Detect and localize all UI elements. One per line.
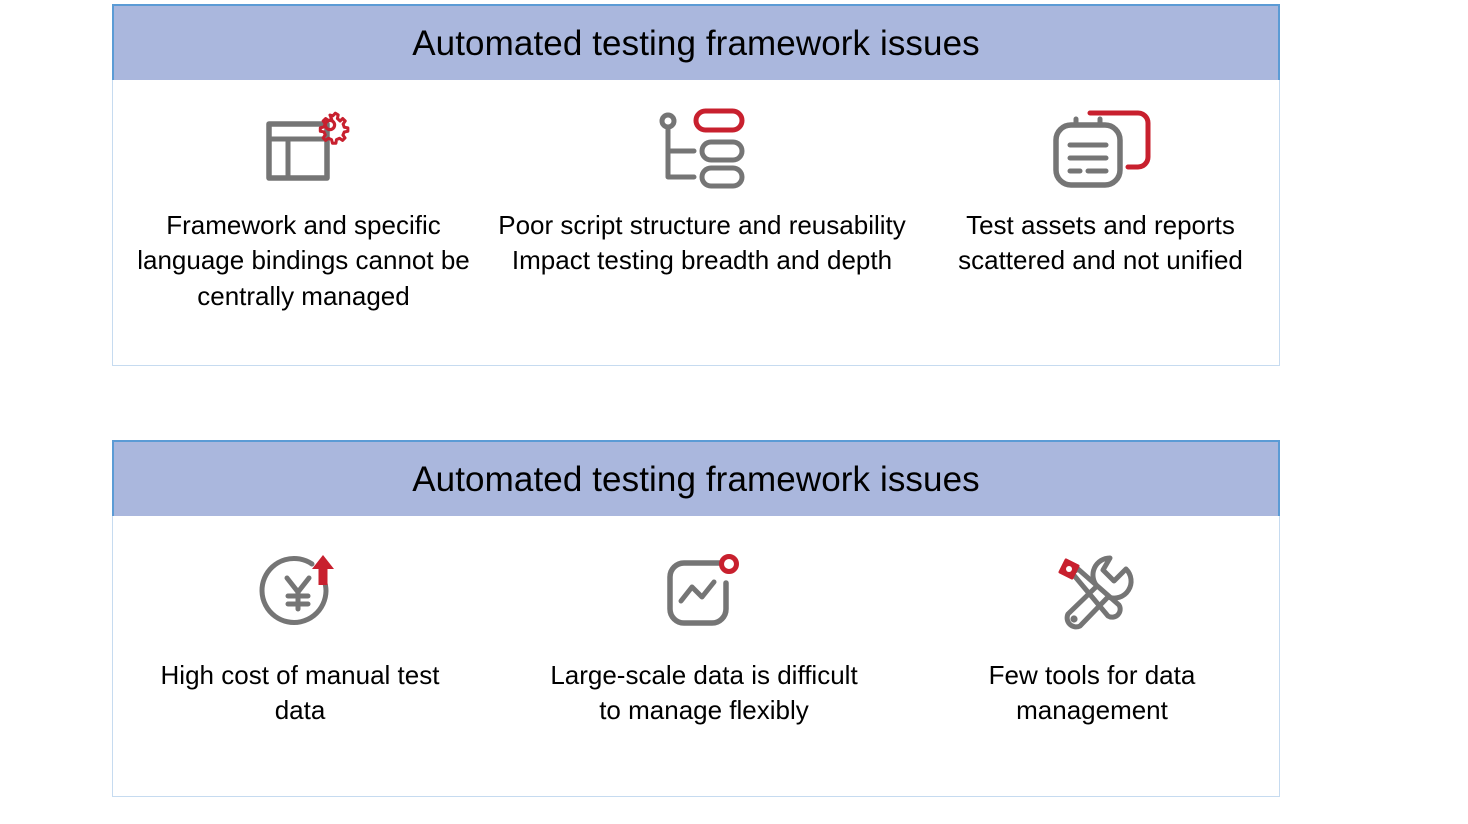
chart-alert-icon bbox=[662, 546, 746, 638]
wrench-screwdriver-icon bbox=[1048, 546, 1136, 638]
card-2-header: Automated testing framework issues bbox=[112, 440, 1280, 516]
card-1-item-1-caption: Framework and specific language bindings… bbox=[137, 210, 470, 311]
issues-card-2: Automated testing framework issues bbox=[112, 440, 1280, 797]
card-2-item-3: Few tools for data management bbox=[899, 516, 1279, 796]
card-1-header: Automated testing framework issues bbox=[112, 4, 1280, 80]
card-2-item-3-caption: Few tools for data management bbox=[988, 660, 1196, 726]
card-1-title: Automated testing framework issues bbox=[412, 23, 980, 63]
card-1-items: Framework and specific language bindings… bbox=[113, 80, 1279, 365]
card-2-body: High cost of manual test data Large-scal… bbox=[112, 516, 1280, 797]
card-2-item-1-caption: High cost of manual test data bbox=[160, 660, 440, 726]
card-2-item-2-caption: Large-scale data is difficult to manage … bbox=[550, 660, 858, 726]
card-1-item-1: Framework and specific language bindings… bbox=[113, 80, 482, 365]
card-2-title: Automated testing framework issues bbox=[412, 459, 980, 499]
card-2-item-2: Large-scale data is difficult to manage … bbox=[517, 516, 899, 796]
card-1-item-3: Test assets and reports scattered and no… bbox=[922, 80, 1279, 365]
card-1-item-2: Poor script structure and reusability Im… bbox=[482, 80, 922, 365]
window-layout-gear-icon bbox=[261, 104, 349, 190]
clipboard-report-icon bbox=[1050, 104, 1152, 190]
card-2-item-1: High cost of manual test data bbox=[113, 516, 517, 796]
card-1-item-3-caption: Test assets and reports scattered and no… bbox=[958, 210, 1243, 276]
yen-cost-up-icon bbox=[259, 546, 340, 638]
issues-card-1: Automated testing framework issues bbox=[112, 4, 1280, 366]
card-2-items: High cost of manual test data Large-scal… bbox=[113, 516, 1279, 796]
card-1-item-2-caption: Poor script structure and reusability Im… bbox=[498, 210, 906, 276]
hierarchy-tree-icon bbox=[656, 104, 748, 190]
card-1-body: Framework and specific language bindings… bbox=[112, 80, 1280, 366]
